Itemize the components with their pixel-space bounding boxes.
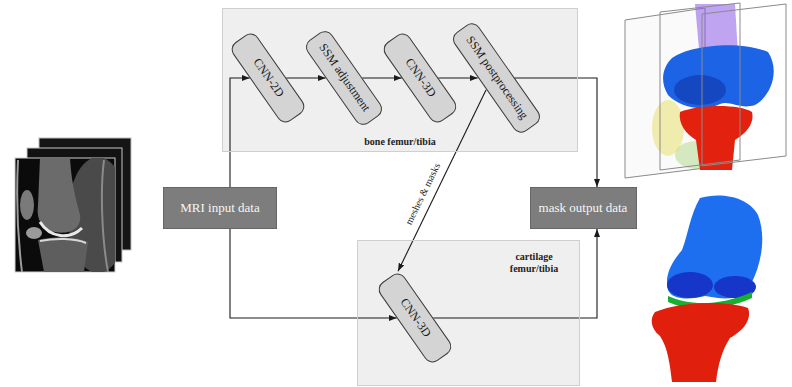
- process-box: SSM postprocessing: [449, 20, 543, 136]
- pipeline-panel: cartilage femur/tibiaCNN-3D: [357, 240, 580, 386]
- mri-stack: [15, 138, 131, 273]
- knee-render-3d: [652, 195, 763, 382]
- box-label: MRI input data: [180, 201, 259, 216]
- flow-arrow: [362, 77, 401, 78]
- box-label: CNN-2D: [250, 56, 287, 100]
- flow-arrow: [438, 77, 477, 78]
- box-label: CNN-3D: [397, 296, 434, 340]
- box-label: CNN-3D: [402, 56, 439, 100]
- process-box: CNN-3D: [380, 30, 460, 126]
- box-label: mask output data: [539, 201, 628, 216]
- box-label: SSM adjustment: [316, 41, 373, 114]
- pipeline-panel: bone femur/tibia CNN-2D SSM adjustment CNN-…: [222, 8, 578, 152]
- flow-arrow: [286, 77, 325, 78]
- flow-arrow: [230, 78, 250, 187]
- group-label: bone femur/tibia: [223, 136, 577, 148]
- edge-label: meshes & masks: [402, 159, 444, 228]
- process-box: CNN-3D: [375, 270, 455, 366]
- knee-render-slices: [625, 3, 786, 178]
- process-box: SSM adjustment: [302, 28, 385, 129]
- process-box: CNN-2D: [228, 30, 308, 126]
- output-box: mask output data: [530, 187, 637, 229]
- flow-arrow: [433, 229, 597, 318]
- flow-arrow: [230, 229, 397, 318]
- panel-fill: [357, 240, 580, 386]
- group-label: cartilage femur/tibia: [501, 251, 567, 275]
- box-label: SSM postprocessing: [462, 34, 530, 122]
- input-box: MRI input data: [163, 187, 277, 229]
- panel-fill: [222, 8, 578, 152]
